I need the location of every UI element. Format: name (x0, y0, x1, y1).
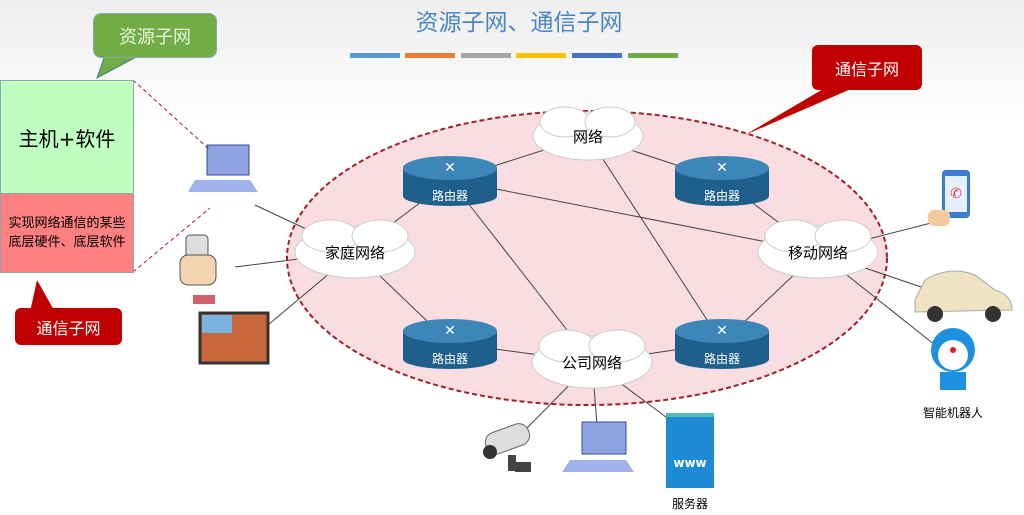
svg-text:路由器: 路由器 (704, 188, 740, 203)
svg-text:✆: ✆ (950, 186, 962, 202)
robot-label: 智能机器人 (923, 405, 983, 420)
laptop-icon (188, 144, 258, 192)
callout-tail (96, 54, 141, 80)
phone-in-hand-icon (179, 234, 217, 304)
svg-text:✕: ✕ (444, 160, 456, 176)
company-laptop-icon (562, 421, 634, 472)
page-title: 资源子网、通信子网 (416, 10, 623, 36)
robot-icon (931, 328, 975, 390)
car-icon (914, 270, 1013, 322)
callout-tail (745, 85, 860, 135)
tv-icon (198, 311, 270, 365)
comm-subnet-callout-left: 通信子网 (15, 308, 122, 345)
cloud-home: 家庭网络 (294, 219, 416, 279)
svg-text:移动网络: 移动网络 (788, 244, 848, 262)
guide-line (132, 79, 211, 151)
server-icon: www (666, 413, 714, 488)
comm-hardware-box: 实现网络通信的某些底层硬件、底层软件 (0, 193, 134, 273)
svg-text:✕: ✕ (444, 323, 456, 339)
cloud-top: 网络 (532, 106, 644, 161)
router-top-right: ✕ 路由器 (675, 156, 769, 206)
comm-subnet-callout-right: 通信子网 (812, 45, 922, 90)
svg-text:网络: 网络 (573, 128, 603, 146)
svg-text:✕: ✕ (716, 160, 728, 176)
svg-text:路由器: 路由器 (432, 351, 468, 366)
resource-subnet-callout: 资源子网 (93, 13, 217, 58)
title-color-bars (350, 53, 678, 58)
svg-text:www: www (673, 456, 706, 470)
host-software-box: 主机+软件 (0, 80, 134, 194)
router-top-left: ✕ 路由器 (403, 156, 497, 206)
camera-icon (483, 423, 531, 472)
router-bottom-left: ✕ 路由器 (403, 319, 497, 369)
svg-text:✕: ✕ (716, 323, 728, 339)
callout-tail (30, 280, 55, 312)
server-label: 服务器 (672, 496, 708, 511)
guide-line (132, 207, 211, 273)
svg-text:家庭网络: 家庭网络 (325, 244, 385, 262)
router-bottom-right: ✕ 路由器 (675, 319, 769, 369)
svg-text:路由器: 路由器 (704, 351, 740, 366)
cloud-mobile: 移动网络 (757, 219, 879, 279)
svg-text:公司网络: 公司网络 (562, 354, 622, 372)
svg-text:路由器: 路由器 (432, 188, 468, 203)
phone-call-icon: ✆ (928, 170, 970, 226)
cloud-company: 公司网络 (531, 329, 653, 389)
